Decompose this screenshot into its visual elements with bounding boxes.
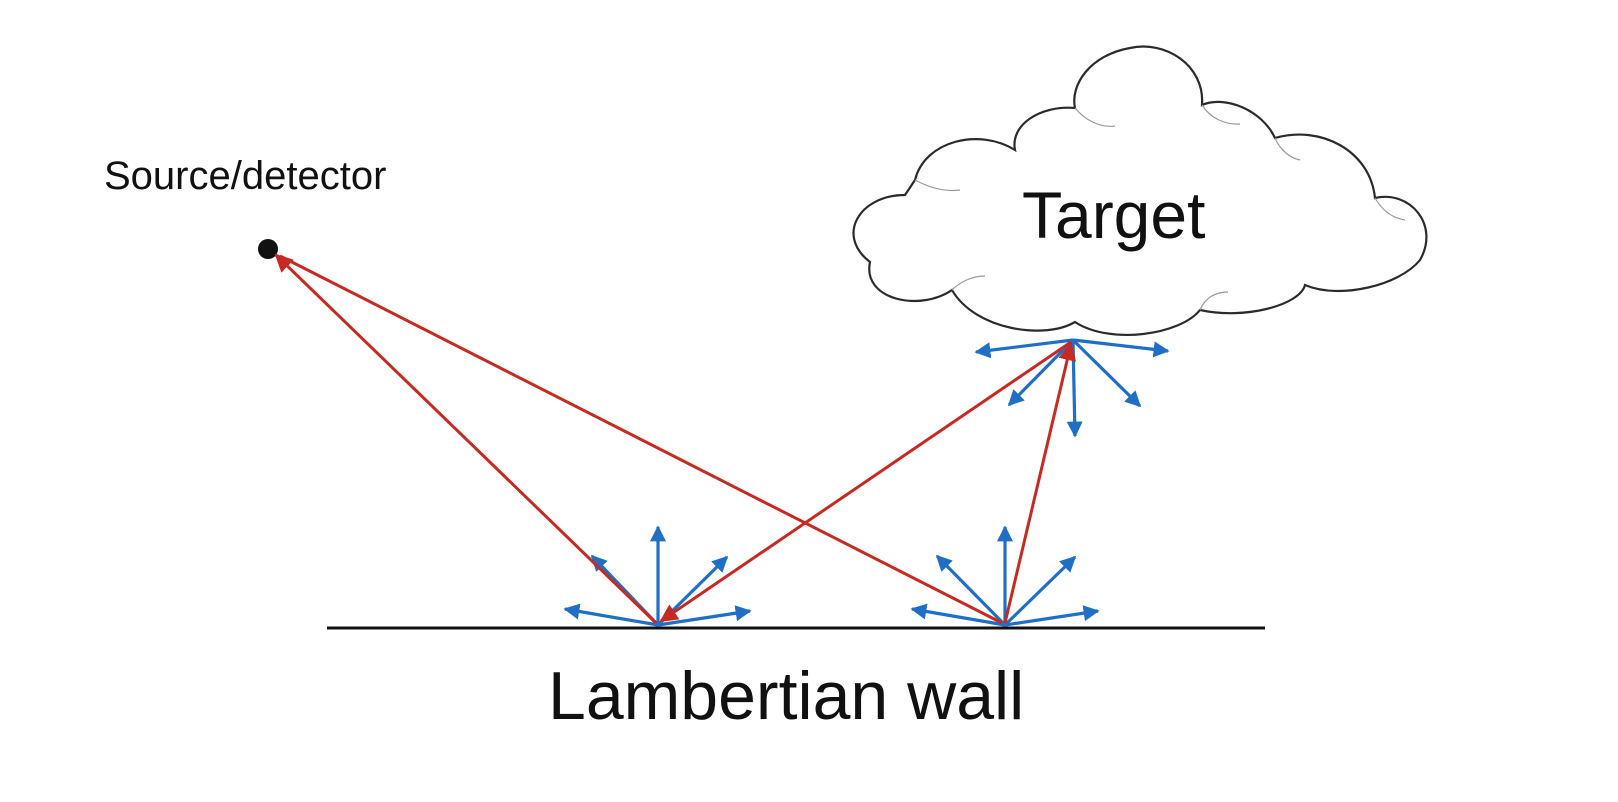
light-path [274,253,1077,625]
path-wall-b-to-target [1003,342,1077,624]
scatter-arrows-wall-b [910,525,1100,627]
path-wall-a-to-source [274,253,658,625]
path-source-to-wall-b [279,254,1003,625]
source-detector-dot [258,239,278,259]
scatter-arrows-wall-a [563,525,752,627]
source-detector-label: Source/detector [104,154,387,198]
path-target-to-wall-a [659,340,1072,623]
target-label: Target [1022,178,1206,252]
target-cloud-icon [852,45,1428,337]
wall-label: Lambertian wall [548,658,1025,734]
